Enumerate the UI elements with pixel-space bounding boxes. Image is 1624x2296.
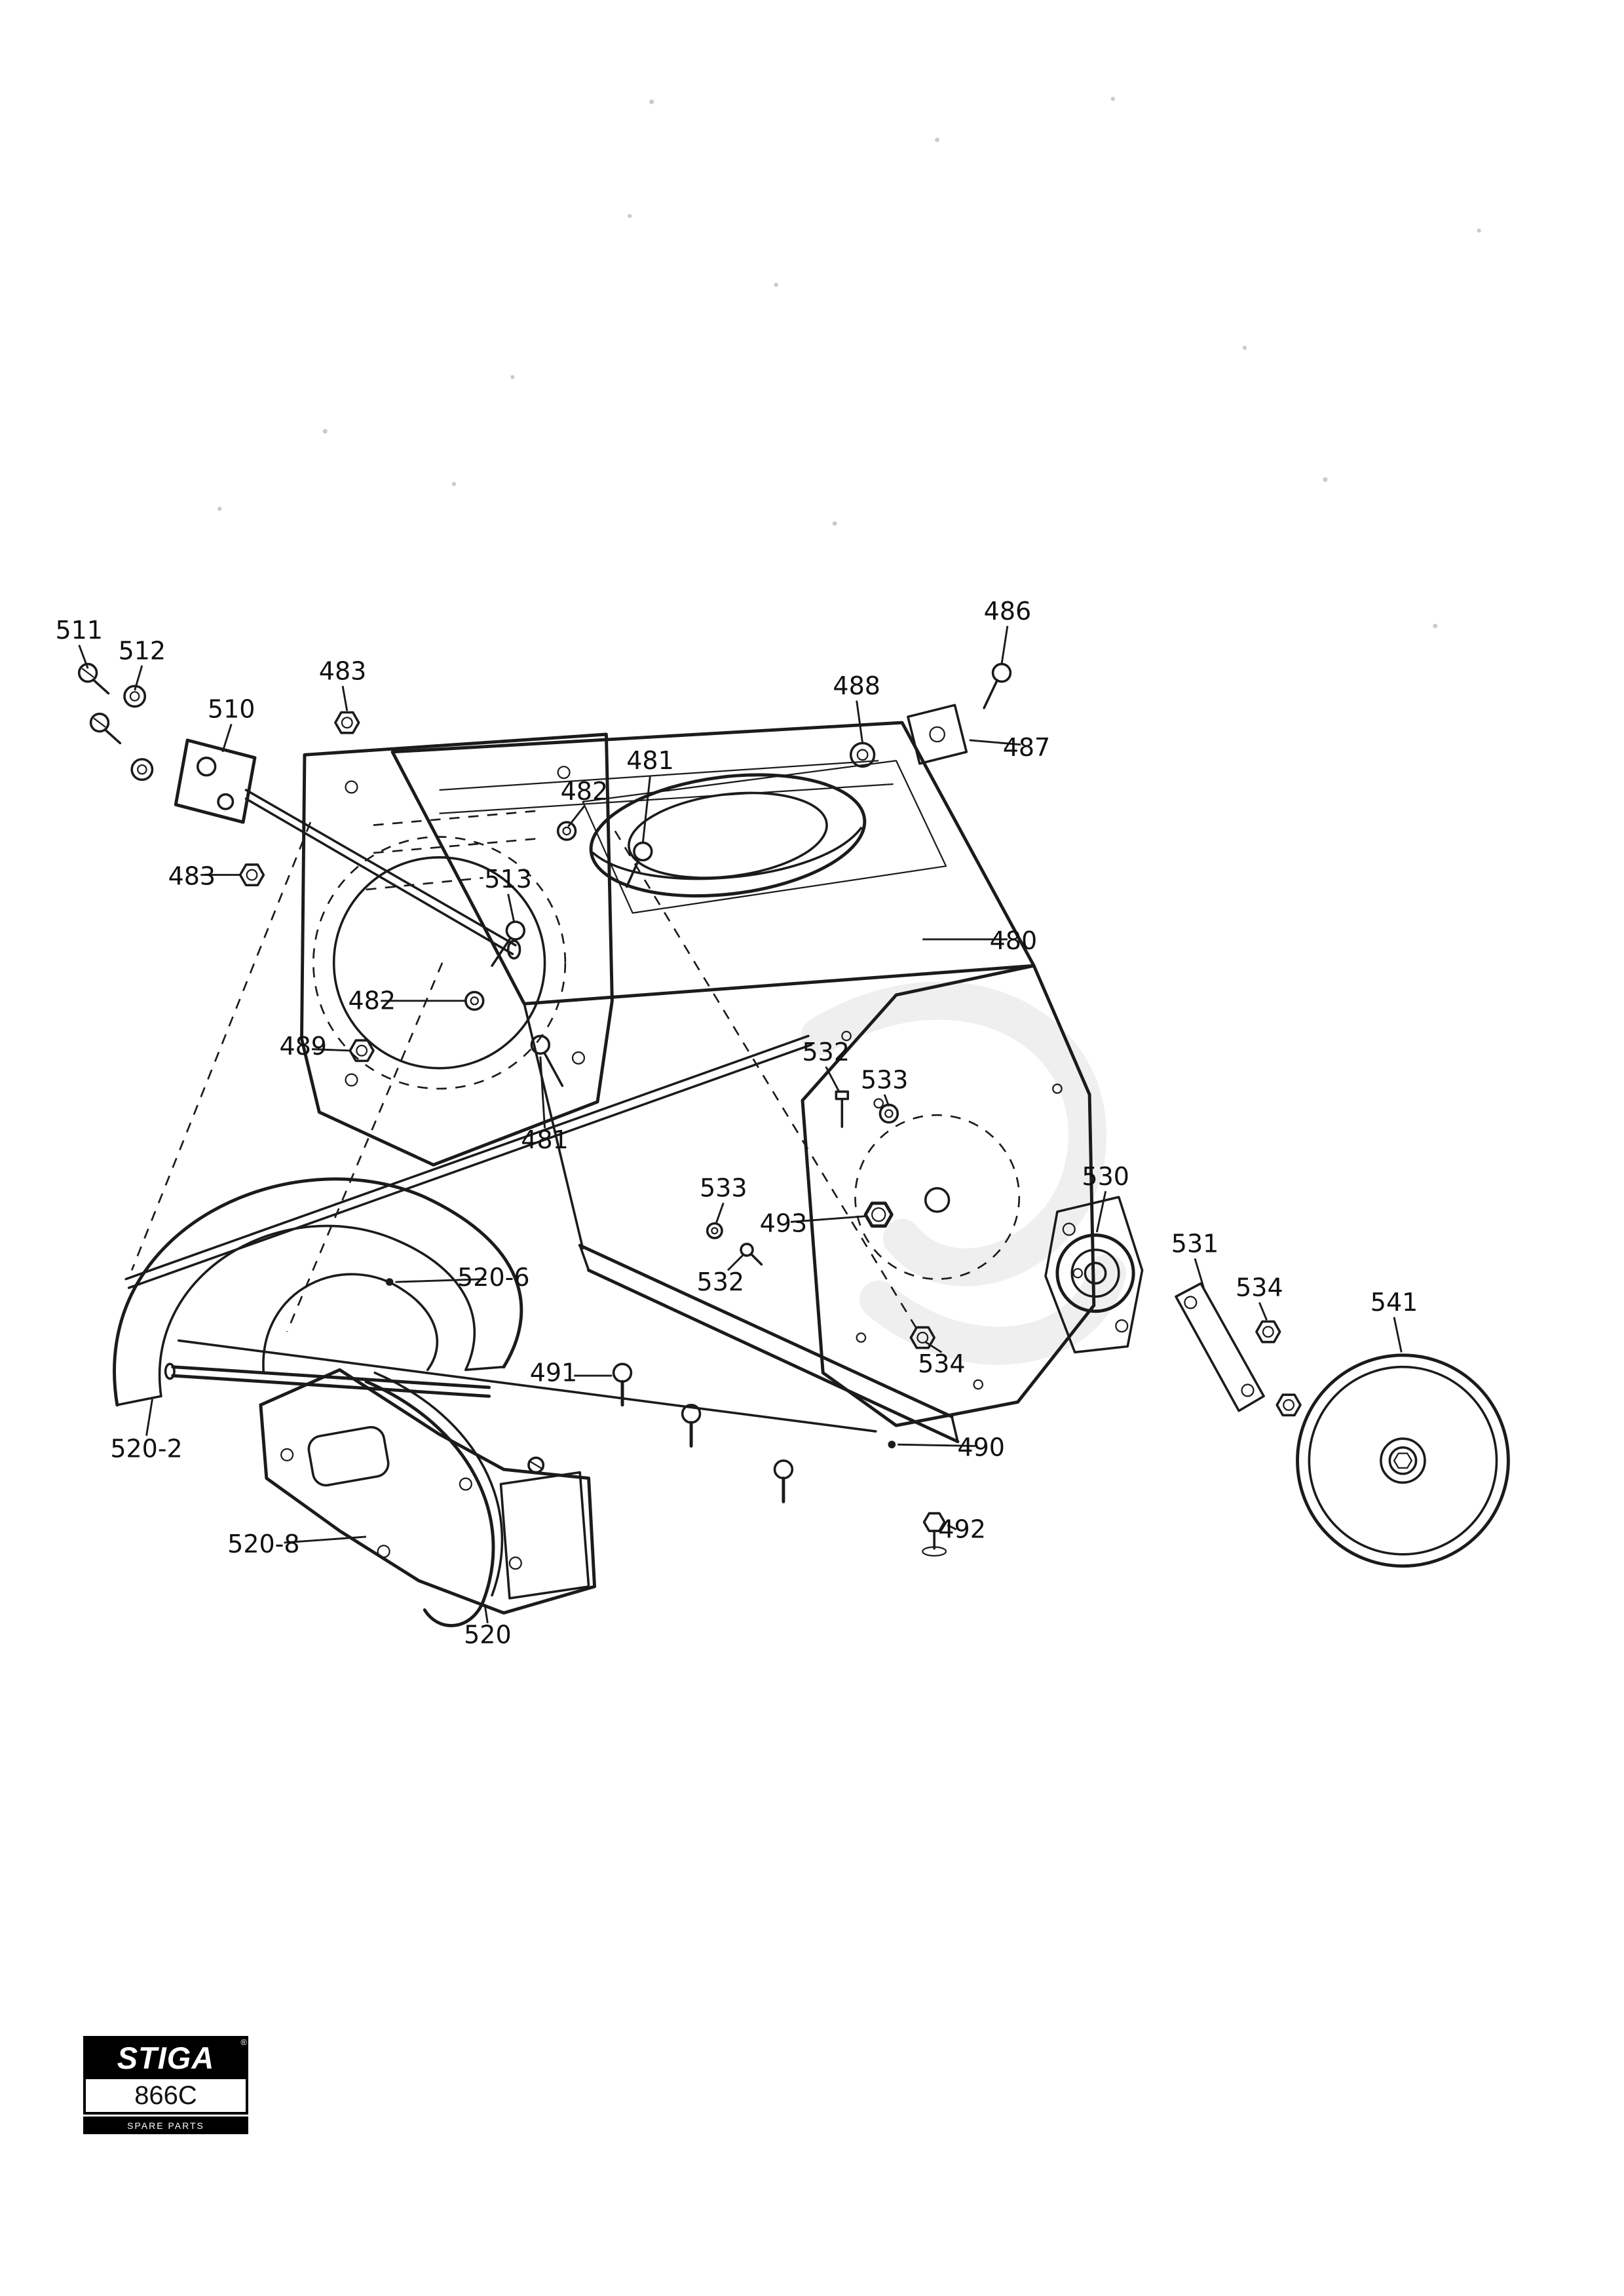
part-label: 511 [55,616,103,645]
leader-line [727,1253,745,1271]
brand-plate: STIGA ® 866C SPARE PARTS [83,2036,248,2134]
part-label: 513 [484,865,532,894]
part-label: 512 [119,636,166,665]
leader-line [715,1202,725,1224]
brand-name: STIGA [117,2040,215,2075]
leader-line [145,1399,153,1436]
brand-bar: STIGA ® [83,2036,248,2079]
bolt-glyphs [612,1363,794,1503]
part-label: 480 [990,926,1038,955]
part-label: 520 [464,1620,512,1649]
leader-line [221,723,233,753]
part-label: 531 [1171,1230,1219,1258]
part-label: 481 [521,1125,569,1154]
part-label: 488 [833,671,880,700]
leader-line [507,894,516,922]
leader-line [395,1278,487,1283]
part-label: 482 [349,987,396,1015]
part-label: 486 [984,597,1032,626]
part-label: 493 [760,1209,808,1237]
part-label: 533 [700,1174,747,1203]
part-label: 520-6 [457,1263,529,1292]
part-label: 532 [697,1268,745,1296]
leader-line [883,1094,890,1107]
leader-line [897,1443,975,1447]
part-label: 483 [168,862,216,891]
leader-line [284,1535,366,1544]
part-label: 520-8 [227,1530,299,1558]
leader-dot [888,1440,896,1448]
part-label: 483 [319,657,367,686]
part-label: 534 [1236,1273,1283,1302]
leader-line [1393,1317,1403,1353]
registered-mark: ® [240,2037,247,2047]
leader-line [969,739,1021,746]
leader-line [924,1341,943,1353]
leader-line [1000,626,1009,664]
leader-line [641,775,651,843]
leader-line [856,700,864,743]
part-label: 530 [1082,1162,1129,1191]
scan-noise [217,96,1481,628]
leader-line [483,1604,489,1624]
spare-parts-caption: SPARE PARTS [83,2117,248,2134]
part-label: 481 [626,746,674,775]
part-label: 491 [530,1358,578,1387]
leader-line [341,685,349,711]
part-label: 520-2 [110,1435,182,1463]
assembly-drawing [77,662,1510,1627]
part-labels: 511 512 510 483 482 481 488 486 487 483 513 480 482 4… [55,597,1418,1649]
leader-line [312,1048,350,1052]
leader-line [790,1214,867,1223]
part-label: 489 [279,1032,327,1061]
leader-line [78,645,89,669]
leader-dot [385,1278,394,1286]
part-label: 541 [1370,1288,1418,1317]
part-label: 482 [561,777,609,806]
leader-line [1194,1258,1205,1289]
part-label: 532 [802,1038,850,1066]
leader-line [947,1524,957,1531]
leader-line [1258,1302,1268,1321]
part-label: 487 [1003,733,1051,762]
leader-line [539,1056,546,1129]
model-number: 866C [83,2079,248,2115]
leader-line [567,805,586,827]
part-label: 533 [861,1065,909,1094]
leader-line [134,665,143,691]
part-label: 534 [918,1349,966,1378]
part-label: 510 [208,695,255,724]
leader-line [825,1066,840,1093]
leader-line [1095,1191,1107,1233]
part-label: 492 [938,1515,986,1544]
part-label: 490 [957,1433,1005,1461]
